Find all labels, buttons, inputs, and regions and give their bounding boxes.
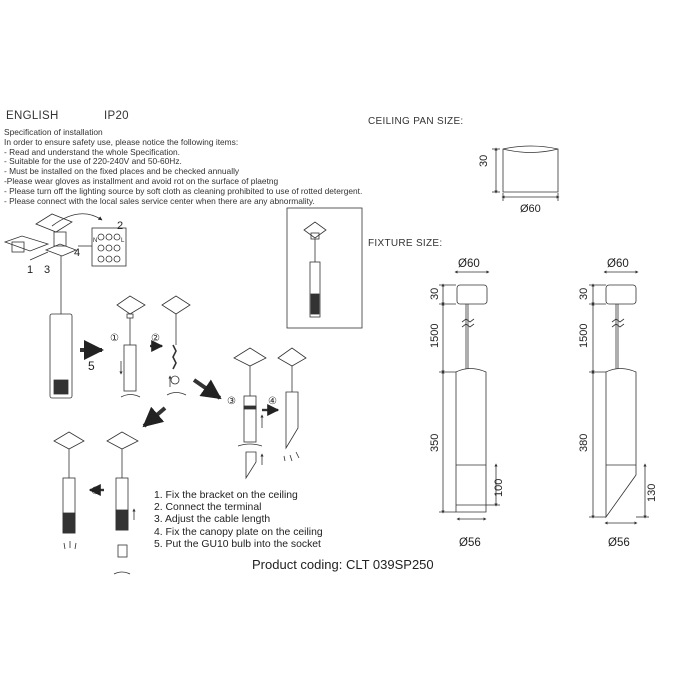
step-marker-4b: ④ [91, 486, 100, 497]
terminal-l: L [121, 238, 125, 244]
spec-line: - Please connect with the local sales se… [4, 195, 315, 206]
step-marker-2: ② [151, 333, 160, 344]
step-item: 3. Adjust the cable length [154, 514, 271, 526]
product-coding: Product coding: CLT 039SP250 [252, 557, 434, 572]
arrow-diagonal [142, 406, 167, 428]
step-4b-drawing [53, 431, 85, 550]
callout-2: 2 [117, 220, 123, 232]
ceiling-pan-drawing [492, 145, 560, 201]
step-2-drawing [161, 295, 191, 396]
ceiling-pan-label: CEILING PAN SIZE: [368, 116, 464, 127]
pan-diameter-label: Ø60 [520, 203, 541, 215]
step-marker-3: ③ [227, 396, 236, 407]
spec-line: - Read and understand the whole Specific… [4, 146, 180, 157]
straight-canopy-dim: 30 [429, 288, 441, 300]
straight-body-dim: 350 [429, 434, 441, 452]
spec-title: Specification of installation [4, 127, 103, 137]
angled-canopy-dim: 30 [578, 288, 590, 300]
fixture-size-label: FIXTURE SIZE: [368, 238, 443, 249]
callout-1: 1 [27, 264, 33, 276]
straight-diameter-bottom: Ø56 [459, 537, 481, 549]
spec-line: In order to ensure safety use, please no… [4, 136, 239, 147]
wiring-detail [3, 213, 127, 399]
angled-body-dim: 380 [578, 434, 590, 452]
specification-block: Specification of installation In order t… [4, 127, 363, 206]
step-1-drawing [116, 295, 146, 398]
arrow-diagonal [192, 378, 222, 400]
straight-ring-dim: 100 [493, 479, 505, 497]
callout-4: 4 [74, 247, 80, 259]
callout-5: 5 [88, 359, 95, 373]
step-item: 1. Fix the bracket on the ceiling [154, 490, 298, 501]
spec-line: - Must be installed on the fixed places … [4, 166, 240, 177]
angled-cable-dim: 1500 [578, 324, 590, 348]
pan-height-label: 30 [478, 155, 490, 167]
step-3b-drawing [106, 431, 139, 575]
angled-ring-dim: 130 [646, 484, 658, 502]
straight-cable-dim: 1500 [429, 324, 441, 348]
terminal-n: N [93, 238, 97, 244]
fixture-straight-drawing [439, 270, 500, 521]
angled-diameter-top: Ø60 [607, 258, 629, 270]
language-label: ENGLISH [6, 110, 59, 122]
spec-line: -Please wear gloves as installment and a… [4, 175, 279, 186]
straight-diameter-top: Ø60 [458, 258, 480, 270]
step-item: 2. Connect the terminal [154, 502, 262, 514]
spec-line: - Suitable for the use of 220-240V and 5… [4, 156, 182, 167]
spec-line: - Please turn off the lighting source by… [4, 185, 363, 196]
step-3-drawing [233, 347, 267, 480]
callout-3: 3 [44, 264, 50, 276]
step-marker-4: ④ [268, 396, 277, 407]
ip-rating: IP20 [104, 110, 129, 122]
fixture-angled-drawing [589, 270, 649, 525]
angled-diameter-bottom: Ø56 [608, 537, 630, 549]
step-item: 5. Put the GU10 bulb into the socket [154, 538, 321, 550]
step-4-drawing [277, 347, 307, 462]
preview-fixture-box [286, 207, 363, 329]
step-item: 4. Fix the canopy plate on the ceiling [154, 526, 323, 538]
step-marker-1: ① [110, 333, 119, 344]
installation-steps: 1. Fix the bracket on the ceiling 2. Con… [154, 490, 323, 551]
